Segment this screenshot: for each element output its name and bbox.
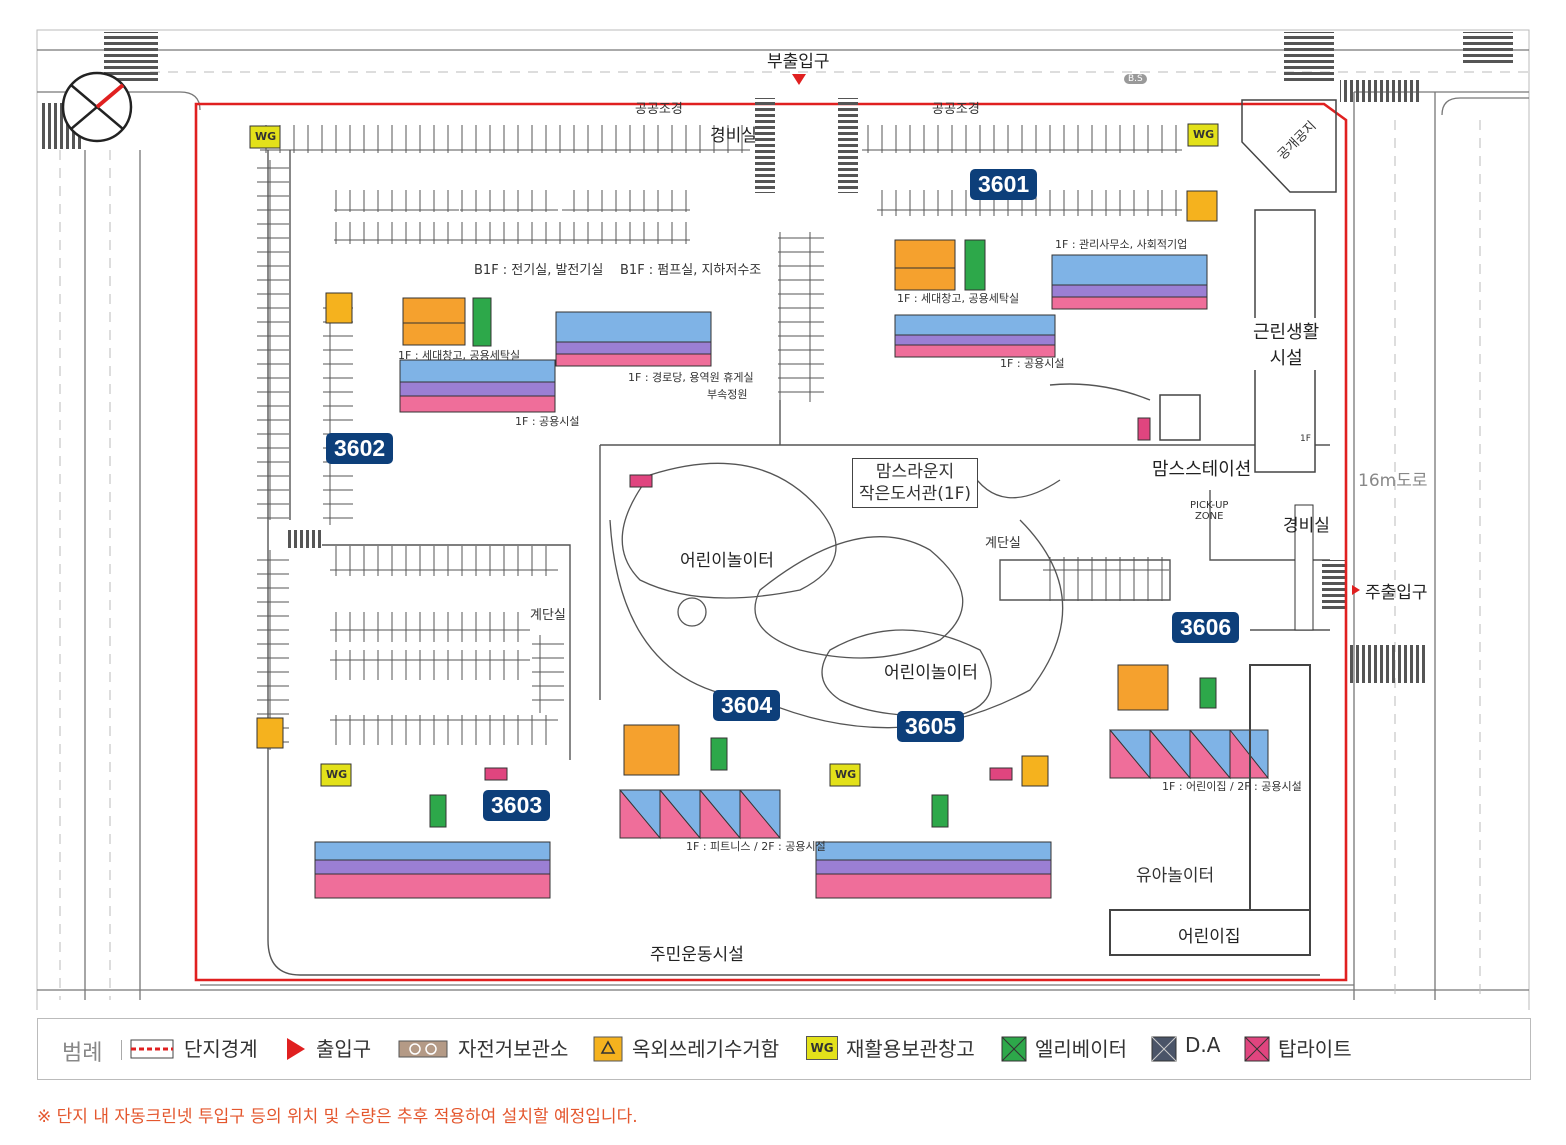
floor-note-3602-4: 1F : 공용시설	[515, 415, 580, 428]
legend-item-entrance: 출입구	[316, 1037, 372, 1061]
building-3604	[618, 724, 781, 840]
daycare-label: 어린이집	[1178, 927, 1241, 947]
da-icon	[1151, 1036, 1177, 1062]
boundary-line-icon	[130, 1039, 174, 1059]
elevator-icon	[1001, 1036, 1027, 1062]
building-3605	[815, 794, 1052, 899]
legend-item-recycling: 옥외쓰레기수거함	[632, 1037, 780, 1061]
floor-note-3602-1: 1F : 세대창고, 공용세탁실	[398, 349, 521, 362]
footnote: ※ 단지 내 자동크린넷 투입구 등의 위치 및 수량은 추후 적용하여 설치할…	[37, 1107, 638, 1127]
wg-badge-label-2: WG	[1193, 128, 1215, 141]
fitness-label: 주민운동시설	[650, 945, 744, 965]
bus-stop-label: B.S	[1124, 74, 1147, 84]
wg-badge-label-1: WG	[255, 130, 277, 143]
guardhouse-label-1: 경비실	[710, 126, 757, 146]
legend-item-boundary: 단지경계	[184, 1037, 258, 1061]
legend-item-toplight: 탑라이트	[1278, 1037, 1352, 1061]
building-tag-3601: 3601	[970, 169, 1038, 200]
wg-badge-icon: WG	[806, 1036, 838, 1060]
b1f-label-2: B1F : 펌프실, 지하저수조	[620, 263, 762, 278]
wg-badge-label-4: WG	[835, 768, 857, 781]
pickup-zone-label: PICK-UP ZONE	[1190, 500, 1229, 522]
legend-item-elevator: 엘리베이터	[1035, 1037, 1127, 1061]
building-tag-3606: 3606	[1172, 612, 1240, 643]
playground-label-2: 어린이놀이터	[884, 663, 978, 683]
floor-note-3602-2: 1F : 경로당, 용역원 휴게실	[628, 371, 754, 384]
guardhouse-label-2: 경비실	[1283, 516, 1330, 536]
legend-item-da: D.A	[1185, 1033, 1221, 1057]
b1f-label-1: B1F : 전기실, 발전기실	[474, 263, 604, 278]
commercial-label: 근린생활 시설	[1253, 318, 1320, 370]
landscape-label-2: 공공조경	[932, 102, 980, 117]
wg-badge-label-3: WG	[326, 768, 348, 781]
floor-note-3604-1: 1F : 피트니스 / 2F : 공용시설	[686, 840, 826, 853]
site-plan-map	[36, 29, 1530, 1010]
main-entrance-label: 주출입구	[1365, 583, 1428, 603]
floor-note-3601-2: 1F : 세대창고, 공용세탁실	[897, 292, 1020, 305]
floor-note-3602-3: 부속정원	[707, 388, 748, 401]
legend-item-wg: 재활용보관창고	[846, 1037, 975, 1061]
mom-lounge-label: 맘스라운지 작은도서관(1F)	[852, 458, 979, 508]
north-compass-icon	[61, 71, 133, 143]
floor-note-3601-3: 1F : 공용시설	[1000, 357, 1065, 370]
toddler-playground-label: 유아놀이터	[1130, 863, 1221, 889]
building-3603	[314, 794, 551, 899]
building-3601	[894, 239, 1208, 358]
entrance-triangle-icon	[287, 1038, 305, 1060]
recycling-icon	[593, 1036, 623, 1062]
building-tag-3604: 3604	[713, 690, 781, 721]
toplights	[484, 417, 1151, 781]
building-tag-3602: 3602	[326, 433, 394, 464]
legend-title: 범례	[62, 1041, 103, 1066]
building-3602	[399, 297, 712, 413]
building-tag-3603: 3603	[483, 790, 551, 821]
legend-item-bicycle: 자전거보관소	[458, 1037, 569, 1061]
stair-label-2: 계단실	[985, 532, 1021, 551]
recycling-bins	[256, 190, 1218, 787]
site-boundary	[194, 102, 1348, 982]
playground-label-1: 어린이놀이터	[680, 551, 774, 571]
main-entrance-marker-icon	[1352, 585, 1360, 595]
toplight-icon	[1244, 1036, 1270, 1062]
floor-badge-commercial: 1F	[1300, 434, 1311, 444]
sub-entrance-label: 부출입구	[767, 52, 830, 72]
building-tag-3605: 3605	[897, 711, 965, 742]
stair-label-1: 계단실	[530, 604, 566, 623]
bicycle-storage-icon	[398, 1040, 448, 1058]
map-legend: 범례 단지경계 출입구 자전거보관소 옥외쓰레기수거함 WG 재활용보관창고 엘…	[37, 1018, 1531, 1080]
road-label: 16m도로	[1358, 471, 1428, 491]
legend-divider	[121, 1040, 122, 1060]
mom-station-label: 맘스스테이션	[1152, 459, 1252, 480]
wg-badges	[249, 123, 1219, 787]
landscape-label-1: 공공조경	[635, 102, 683, 117]
sub-entrance-marker-icon	[792, 74, 806, 85]
roads	[37, 49, 1529, 1000]
floor-note-3606-1: 1F : 어린이집 / 2F : 공용시설	[1162, 780, 1302, 793]
building-3606	[1108, 664, 1311, 956]
floor-note-3601-1: 1F : 관리사무소, 사회적기업	[1055, 238, 1188, 251]
